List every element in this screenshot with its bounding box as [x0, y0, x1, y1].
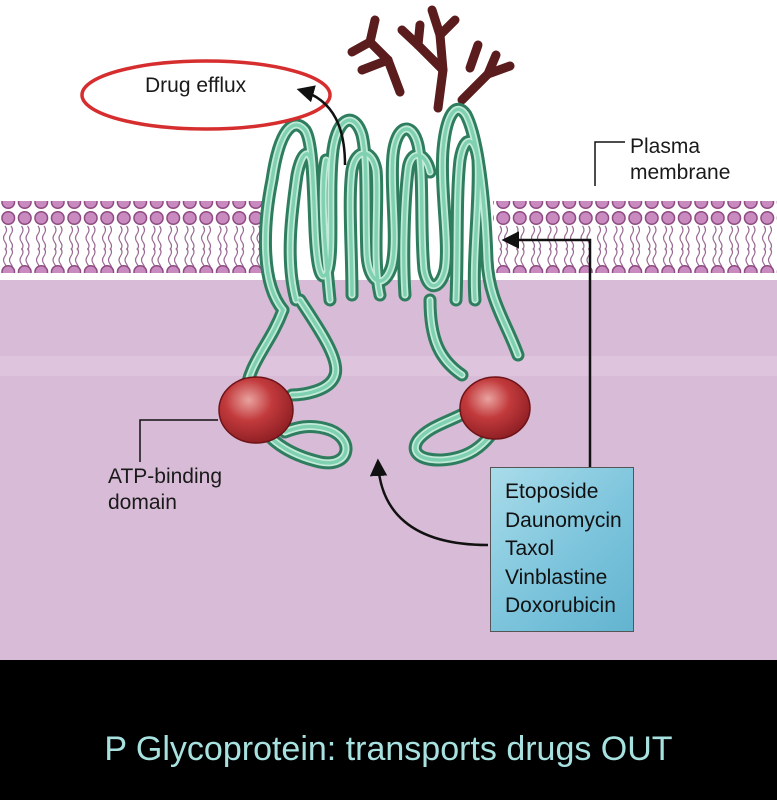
atp-label-line1: ATP-binding	[108, 465, 223, 488]
drug-item: Doxorubicin	[505, 594, 616, 617]
atp-domain-left	[218, 376, 294, 444]
lipid-bilayer-right	[493, 201, 777, 273]
slide-caption: P Glycoprotein: transports drugs OUT	[104, 730, 673, 768]
drug-efflux-label: Drug efflux	[145, 74, 247, 97]
atp-label-line2: domain	[108, 491, 177, 514]
p-glycoprotein	[238, 109, 525, 463]
drug-efflux-ellipse	[80, 59, 332, 131]
plasma-membrane-label: Plasma membrane	[630, 134, 730, 186]
efflux-arrow	[296, 85, 347, 166]
membrane-label-line2: membrane	[630, 161, 731, 184]
membrane-leader	[594, 141, 625, 186]
membrane-label-line1: Plasma	[630, 135, 701, 158]
diagram-canvas	[0, 0, 777, 660]
atp-binding-label: ATP-binding domain	[108, 464, 222, 516]
drug-item: Daunomycin	[505, 508, 622, 532]
pgp-diagram: Drug efflux Plasma membrane ATP-binding …	[0, 0, 777, 660]
atp-domain-right	[459, 376, 531, 440]
drug-list-box: Etoposide Daunomycin Taxol Vinblastine D…	[490, 467, 634, 632]
drug-entry-arrow	[369, 458, 489, 547]
drug-item: Etoposide	[505, 480, 599, 503]
drug-item: Taxol	[505, 537, 555, 560]
cytoplasm	[0, 280, 777, 660]
lipid-bilayer-left	[0, 201, 268, 273]
atp-leader	[139, 419, 218, 462]
drug-item: Vinblastine	[505, 565, 608, 589]
glycan-chains	[347, 5, 515, 113]
membrane-entry-arrow	[501, 231, 592, 467]
